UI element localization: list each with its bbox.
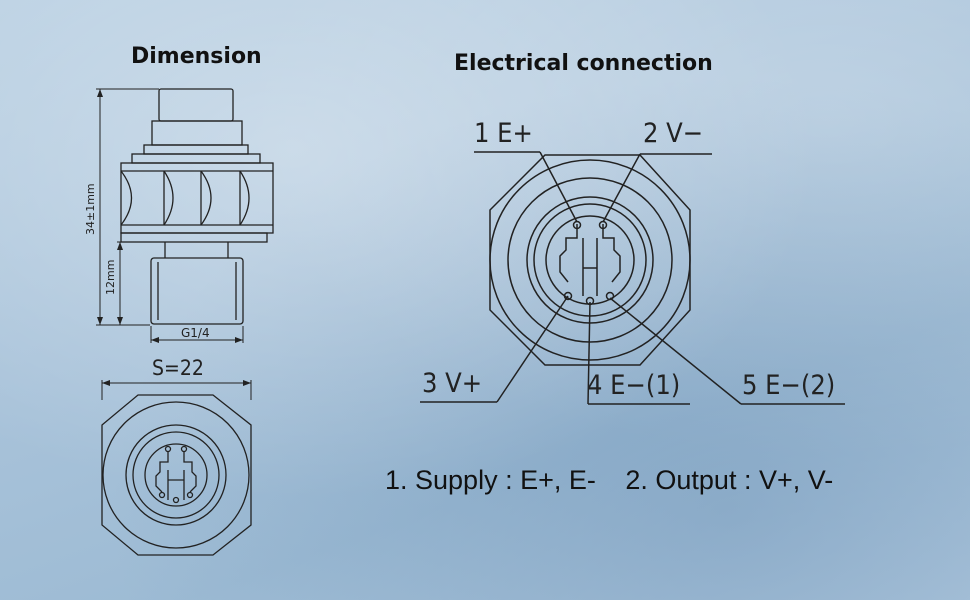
pin-3-label: 3 V+ [422,368,482,399]
flange [120,232,268,243]
pin-2-label: 2 V− [643,118,703,149]
thread-type-label: G1/4 [181,326,210,340]
pin-2 [598,220,608,230]
pin-5-label: 5 E−(2) [742,370,835,401]
hex-size-label: S=22 [152,356,204,380]
supply-note: 1. Supply : E+, E- [385,465,596,495]
pin-1-label: 1 E+ [474,118,533,149]
upper-body [151,120,243,146]
top-cap [158,88,234,122]
pin-4-label: 4 E−(1) [587,370,680,401]
pin-3 [563,291,573,301]
hex-nut [120,162,274,234]
dimension-title: Dimension [131,44,262,69]
collar-2 [131,153,261,164]
pin-1 [572,220,582,230]
connector-pinout-diagram [420,151,845,405]
height-dimension-label: 34±1mm [84,183,97,235]
thread-length-label: 12mm [104,260,117,295]
threaded-port [150,257,244,325]
sensor-bottom-view-small [101,394,252,556]
pin-4 [585,296,595,306]
collar-1 [143,144,249,155]
connection-notes: 1. Supply : E+, E- 2. Output : V+, V- [385,465,855,496]
output-note: 2. Output : V+, V- [625,465,834,495]
pin-5 [605,291,615,301]
electrical-connection-title: Electrical connection [454,51,713,76]
